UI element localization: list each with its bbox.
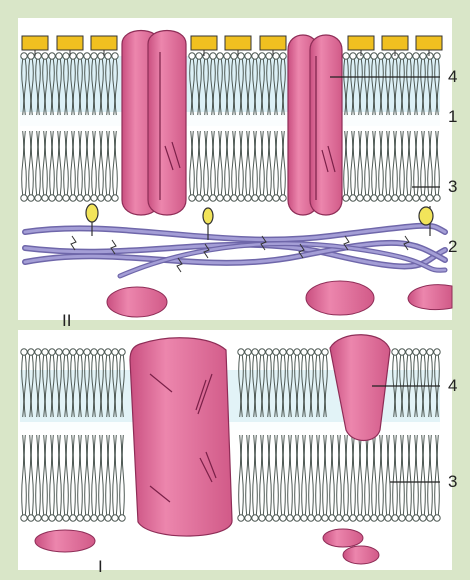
roman-numeral-i: I xyxy=(98,558,103,575)
label-4-bottom: 4 xyxy=(448,377,457,394)
roman-numeral-ii: II xyxy=(62,312,71,329)
label-4-top: 4 xyxy=(448,68,457,85)
label-2: 2 xyxy=(448,238,457,255)
label-3-bottom: 3 xyxy=(448,473,457,490)
upper-bilayer-midline xyxy=(20,112,440,126)
label-1: 1 xyxy=(448,108,457,125)
integral-protein-upper-right xyxy=(288,35,342,215)
integral-protein-upper-left xyxy=(122,31,186,216)
label-3-top: 3 xyxy=(448,178,457,195)
integral-protein-lower-large xyxy=(130,338,232,536)
